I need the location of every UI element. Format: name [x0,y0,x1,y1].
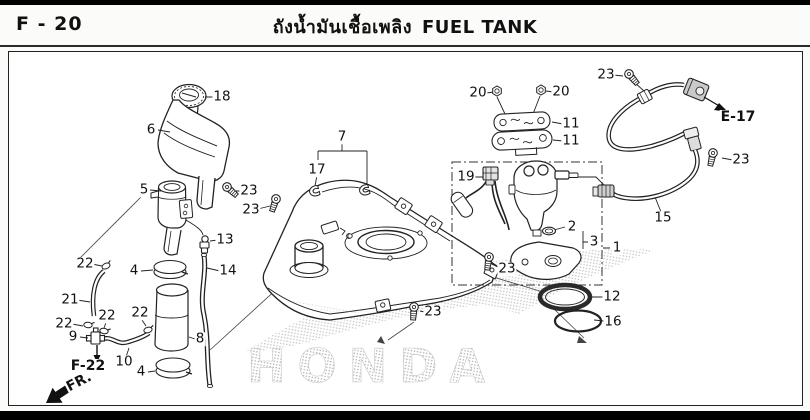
header-divider [0,45,810,47]
filler-neck-5 [150,180,194,256]
front-direction-arrow [46,374,87,403]
clamp-4-lower [155,357,193,379]
top-border-bar [0,0,810,5]
pump-base-plate-3 [510,241,582,280]
leader-lines [71,74,734,373]
honda-watermark-text: HONDA [247,339,497,393]
joint-tube-8 [154,283,189,352]
tank-cover-6 [157,99,231,210]
seal-ring-12 [537,282,593,312]
page-title-english: FUEL TANK [422,17,538,38]
fitting-13 [199,235,210,254]
clamp-4-upper [153,259,189,280]
fuel-feed-hose-15 [592,77,710,201]
page-title: ถังน้ำมันเชื้อเพลิง FUEL TANK [0,12,810,41]
hose-10 [98,331,151,346]
seal-ring-2 [541,226,557,236]
e17-reference-arrow [703,96,728,112]
gasket-plates-11 [491,111,553,156]
breather-hose-21 [90,269,106,317]
f22-reference-arrow [93,345,101,363]
fuel-level-sensor-19 [450,166,510,231]
nuts-20 [492,84,546,97]
o-ring-16 [553,309,603,333]
page-title-thai: ถังน้ำมันเชื้อเพลิง [272,17,412,38]
fuel-pump-unit [508,160,579,237]
page-code: F - 20 [16,13,83,35]
tee-joint-9 [85,327,106,345]
bottom-border-bar [0,411,810,420]
drain-tube-14 [199,252,214,389]
